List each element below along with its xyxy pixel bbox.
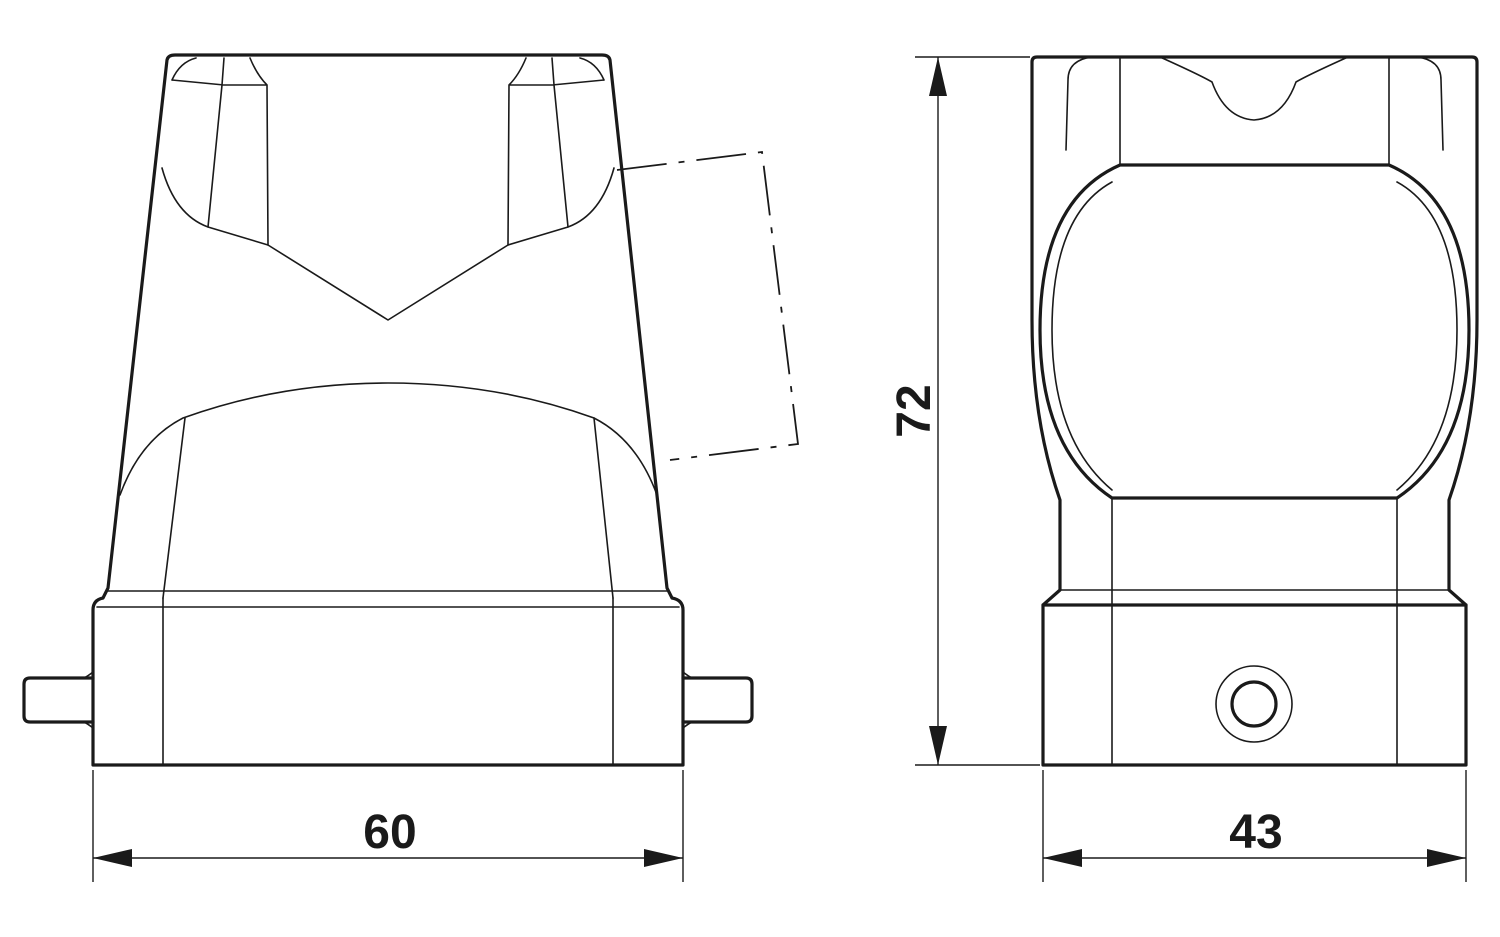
dimension-side-width: 43 <box>1042 770 1467 882</box>
front-right-peg <box>681 676 754 724</box>
front-left-rib <box>171 57 269 246</box>
front-width-label: 60 <box>363 806 416 859</box>
side-view-outline <box>1030 55 1479 767</box>
side-left-cover-rim <box>1065 56 1093 151</box>
height-arrow-top <box>929 57 947 96</box>
front-view-outline <box>91 53 685 767</box>
front-view <box>22 53 800 767</box>
dimension-front-width: 60 <box>92 770 684 882</box>
front-right-peg-fillet <box>682 671 693 729</box>
front-lever-outline <box>616 150 800 461</box>
front-width-arrow-left <box>93 849 132 867</box>
height-arrow-bottom <box>929 726 947 765</box>
side-screw-hole-outer <box>1215 665 1293 743</box>
front-left-peg-fillet <box>83 671 94 729</box>
side-top-notch <box>1159 56 1349 121</box>
front-v-recess <box>161 167 615 321</box>
side-width-arrow-left <box>1043 849 1082 867</box>
side-view <box>1030 55 1479 767</box>
height-label: 72 <box>888 384 941 437</box>
side-lever-oval <box>1038 163 1471 500</box>
front-lower-arch <box>119 382 658 496</box>
side-right-cover-rim <box>1416 56 1444 151</box>
front-right-rib <box>507 57 605 246</box>
side-width-label: 43 <box>1229 806 1282 859</box>
side-lever-oval-inner <box>1051 181 1458 491</box>
dimension-height: 72 <box>888 56 1040 766</box>
side-width-arrow-right <box>1427 849 1466 867</box>
front-lower-left-edge <box>162 417 186 599</box>
front-left-peg <box>22 676 95 724</box>
side-screw-hole-inner <box>1230 680 1278 728</box>
front-lower-right-edge <box>593 417 614 599</box>
front-width-arrow-right <box>644 849 683 867</box>
